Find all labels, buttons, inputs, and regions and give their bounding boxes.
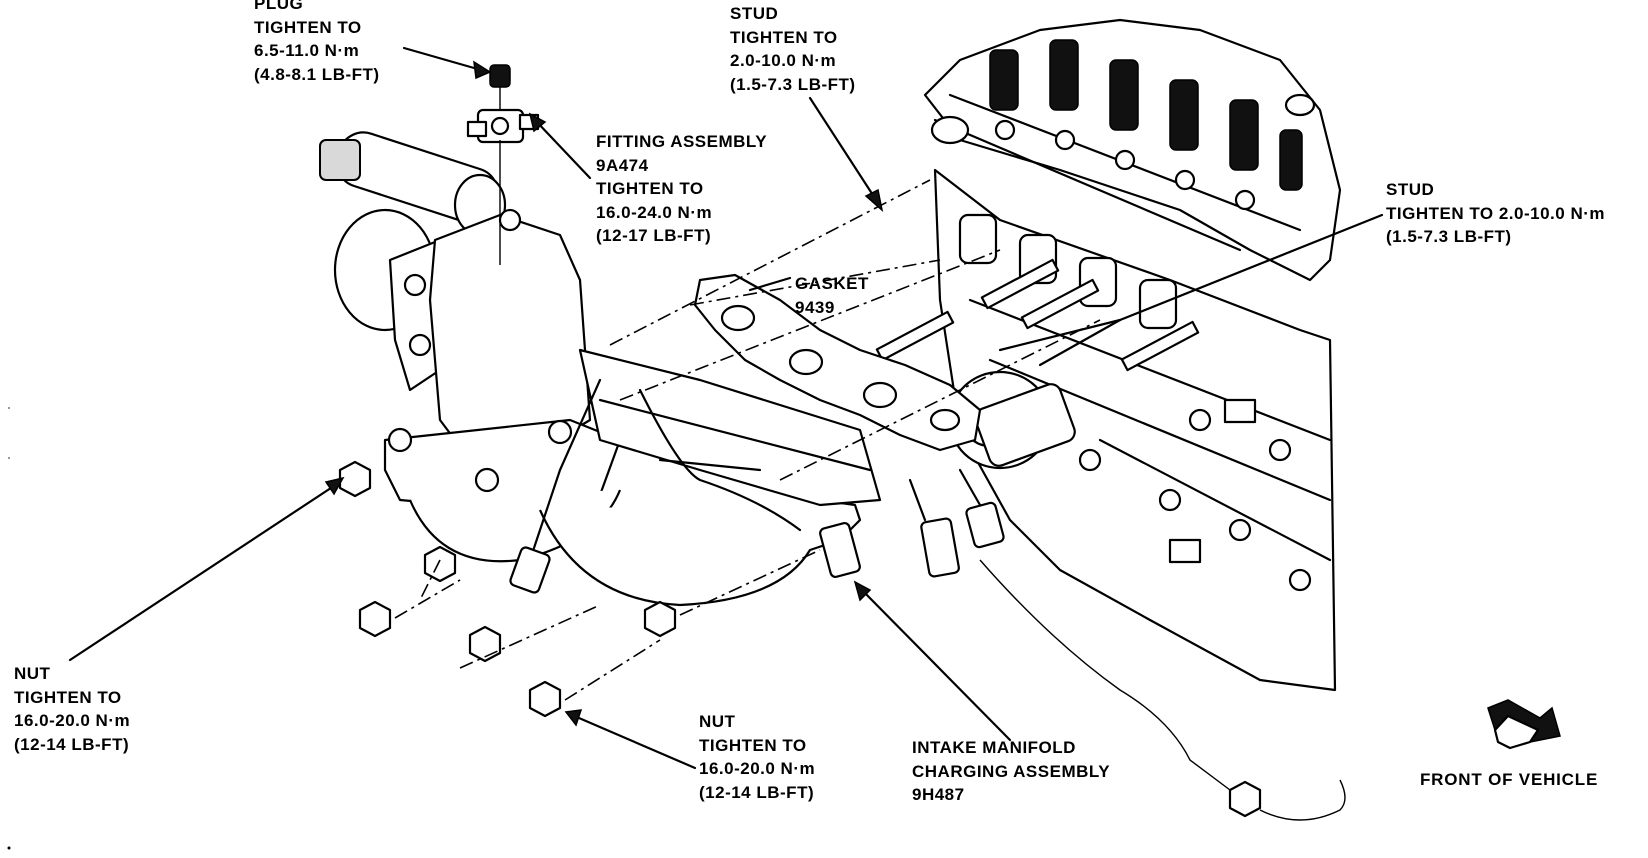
stud-right-torque-lbft: (1.5-7.3 LB-FT) [1386,227,1512,246]
ground-wire [1259,779,1346,821]
nut-bottom-title: NUT [699,712,736,731]
manifold-part-number: 9H487 [912,785,965,804]
nut-left-instruction: TIGHTEN TO [14,687,122,707]
gasket-callout: GASKET 9439 [795,272,869,319]
fitting-part-number: 9A474 [596,155,649,175]
nut-bottom-torque-nm: 16.0-20.0 N·m [699,759,816,778]
plug-callout: PLUG TIGHTEN TO 6.5-11.0 N·m (4.8-8.1 LB… [254,0,380,86]
nut-left-callout: NUT TIGHTEN TO 16.0-20.0 N·m (12-14 LB-F… [14,662,130,756]
fitting-torque-nm: 16.0-24.0 N·m [596,202,713,222]
gasket-shape [693,273,982,452]
stud-top-title: STUD [730,4,779,23]
stud-top-instruction: TIGHTEN TO [730,27,838,47]
fitting-assembly [466,64,540,265]
engine-block [875,168,1337,692]
leader-lines [68,46,1384,770]
fitting-title: FITTING ASSEMBLY [596,132,768,151]
stud-right-instruction: TIGHTEN TO 2.0-10.0 N·m [1386,203,1606,223]
stud-top-callout: STUD TIGHTEN TO 2.0-10.0 N·m (1.5-7.3 LB… [730,2,856,96]
gasket-part-number: 9439 [795,297,835,317]
manifold-subtitle: CHARGING ASSEMBLY [912,761,1111,781]
manifold-callout: INTAKE MANIFOLD CHARGING ASSEMBLY 9H487 [912,736,1110,807]
plenum [383,208,622,512]
nut-bottom-torque-lbft: (12-14 LB-FT) [699,782,815,802]
stud-top-torque-lbft: (1.5-7.3 LB-FT) [730,74,856,94]
plug-torque-lbft: (4.8-8.1 LB-FT) [254,64,380,84]
front-arrow-icon [1487,699,1561,750]
gasket-title: GASKET [795,274,869,293]
front-of-vehicle-label: FRONT OF VEHICLE [1420,770,1599,789]
nut-bottom-instruction: TIGHTEN TO [699,735,807,755]
fitting-callout: FITTING ASSEMBLY 9A474 TIGHTEN TO 16.0-2… [596,130,767,248]
cylinder-head [923,18,1342,282]
manifold-title: INTAKE MANIFOLD [912,738,1076,757]
fitting-instruction: TIGHTEN TO [596,179,704,198]
plug-instruction: TIGHTEN TO [254,17,362,37]
nut-left-title: NUT [14,664,51,683]
stud-top-torque-nm: 2.0-10.0 N·m [730,51,837,70]
stud-right-callout: STUD TIGHTEN TO 2.0-10.0 N·m (1.5-7.3 LB… [1386,178,1605,249]
alignment-lines [394,179,1101,701]
plug-torque-nm: 6.5-11.0 N·m [254,41,360,60]
nut-left-torque-lbft: (12-14 LB-FT) [14,734,130,754]
fitting-torque-lbft: (12-17 LB-FT) [596,226,712,245]
plug-title: PLUG [254,0,304,13]
stud-right-title: STUD [1386,180,1435,199]
intake-runners [408,348,882,607]
fuel-rail [509,378,1005,594]
nut-bottom-callout: NUT TIGHTEN TO 16.0-20.0 N·m (12-14 LB-F… [699,710,815,804]
nut-left-torque-nm: 16.0-20.0 N·m [14,711,131,730]
harness-wire [979,559,1231,791]
water-outlet [948,370,1076,470]
